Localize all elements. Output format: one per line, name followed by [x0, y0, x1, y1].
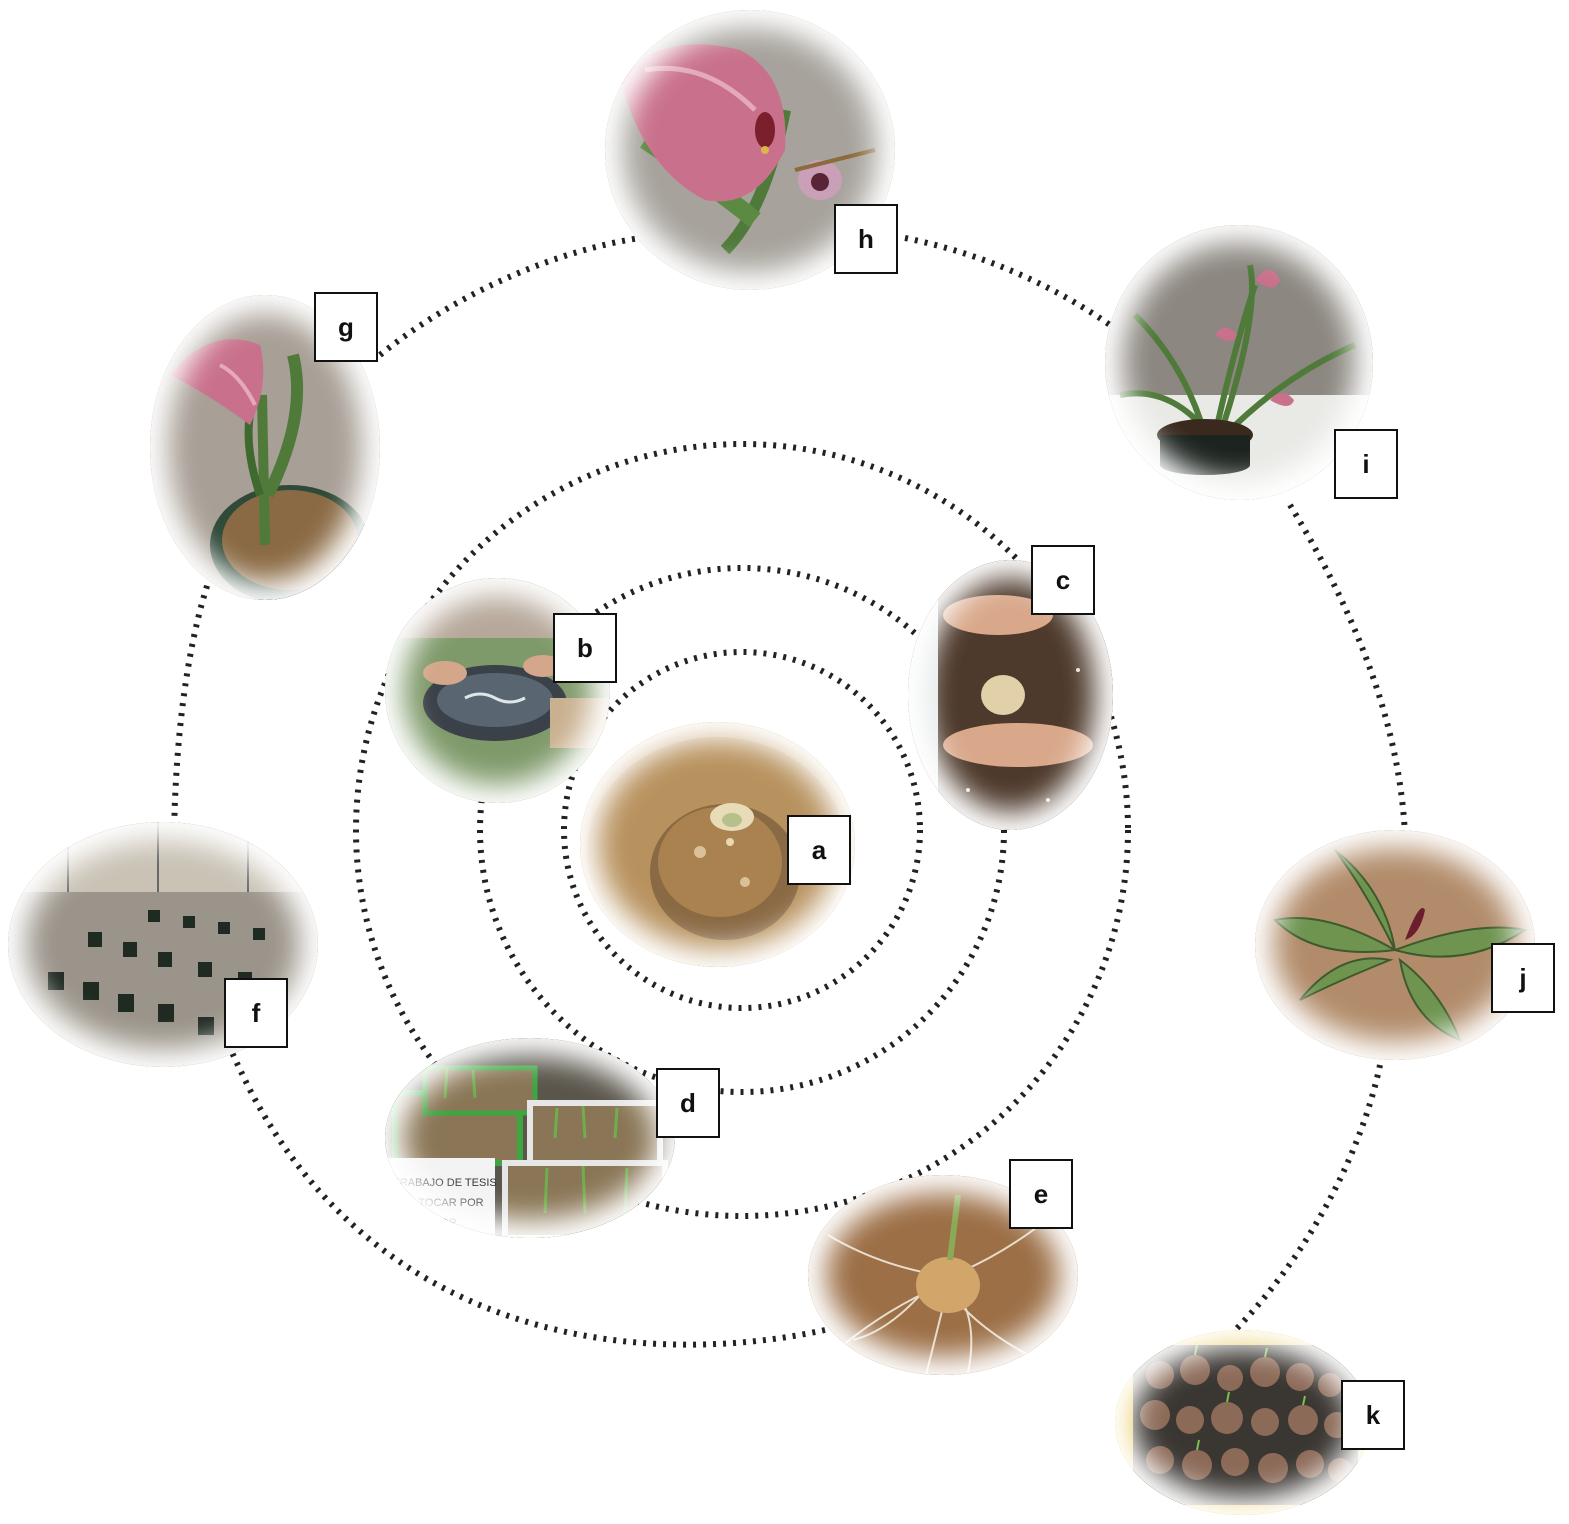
stage-label-h: h [834, 204, 898, 274]
sign-line-1: TRABAJO DE TESIS [393, 1177, 497, 1189]
photo-k [1115, 1330, 1370, 1515]
stage-label-e: e [1009, 1159, 1073, 1229]
photo-b [385, 578, 610, 803]
stage-label-f: f [224, 978, 288, 1048]
stage-label-i: i [1334, 429, 1398, 499]
harvested-corms-icon [1115, 1330, 1370, 1515]
stage-label-d: d [656, 1068, 720, 1138]
photo-i [1105, 225, 1373, 500]
stage-label-j: j [1491, 943, 1555, 1013]
stage-label-a: a [787, 815, 851, 885]
stage-label-k: k [1341, 1380, 1405, 1450]
sprout-trays-icon: TRABAJO DE TESIS O TOCAR POR VOR [385, 1038, 675, 1238]
flowering-plant-icon [1105, 225, 1373, 500]
hands-washing-basin-icon [385, 578, 610, 803]
stage-label-g: g [314, 292, 378, 362]
photo-d: TRABAJO DE TESIS O TOCAR POR VOR [385, 1038, 675, 1238]
stage-label-c: c [1031, 545, 1095, 615]
stage-label-b: b [553, 613, 617, 683]
